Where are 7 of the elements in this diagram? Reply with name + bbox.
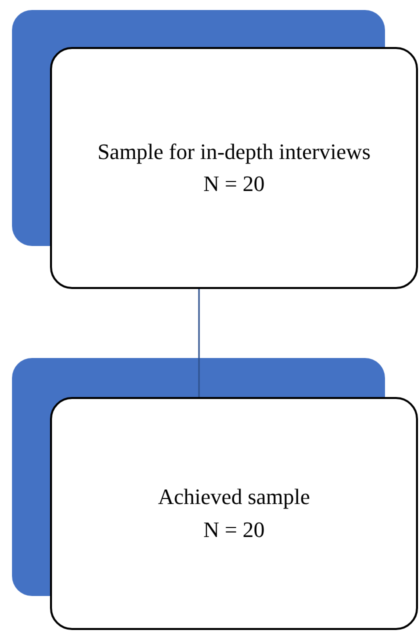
box-title: Sample for in-depth interviews [97, 140, 371, 164]
sample-count: N = 20 [203, 172, 265, 196]
process-box [50, 397, 418, 630]
connector-line [198, 289, 200, 397]
sample-count: N = 20 [203, 518, 265, 542]
process-box [50, 47, 418, 289]
box-title: Achieved sample [158, 485, 310, 510]
